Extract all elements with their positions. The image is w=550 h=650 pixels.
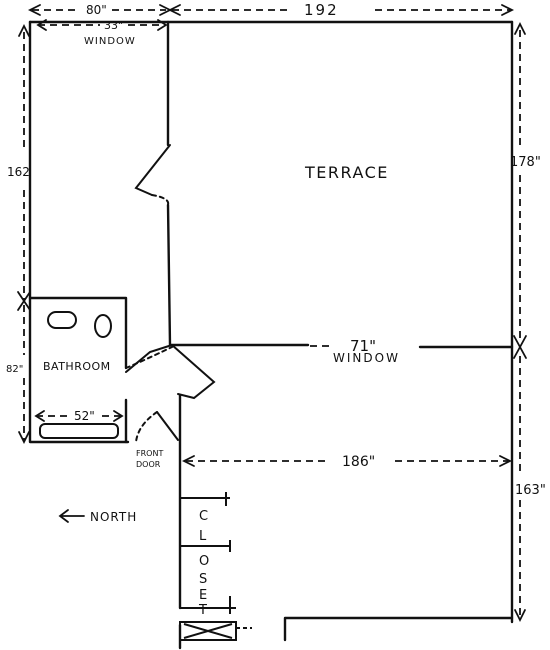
arrow-top-right [501,4,515,16]
dimension-lines [23,9,521,618]
arrow-right-bottom [514,609,526,623]
dim-tub-width-label: 52" [74,409,95,423]
window-top-label: WINDOW [84,36,136,47]
window-middle-label: WINDOW [333,351,400,365]
closet-letter-l: L [199,529,207,544]
doors [125,144,216,443]
front-door-swing [135,411,158,443]
arrow-lower-left [181,455,195,467]
arrow-left-top [18,23,30,37]
arrow-top-left [27,4,41,16]
dim-right-lower-label: 163" [515,483,546,498]
arrow-window-right [157,19,168,31]
arrow-tub-right [113,410,124,422]
closet-letter-s: S [199,572,207,587]
dim-top-left-label: 80" [86,3,107,17]
outer-wall-left [28,20,130,444]
bathroom-fixtures [39,311,119,439]
dim-right-upper-label: 178" [510,155,541,170]
closet-box [179,621,237,641]
dim-middle-window-label: 71" [350,337,376,355]
outer-wall-bottom [283,616,514,642]
front-door-leaf [156,411,179,441]
interior-wall-lower [166,203,310,347]
closet-letter-t: T [198,603,207,618]
dim-window-top-label: 33" [104,19,123,32]
arrow-top-mid-r [167,4,181,16]
closet-letter-o: O [199,554,209,569]
walls [28,20,514,650]
dim-left-lower-label: 82" [6,364,23,375]
arrow-lower-right [499,455,513,467]
arrow-left-bottom [18,431,30,445]
bathroom-door-arc [125,346,173,369]
north-label: NORTH [90,510,137,524]
dim-lower-width-label: 186" [342,454,375,470]
terrace-label: TERRACE [304,163,389,182]
toilet-icon [94,314,112,338]
text-labels: 80" 33" WINDOW 192 TERRACE 162 82" 178" … [6,1,546,618]
terrace-door-leaf [134,144,171,196]
bathtub-icon [39,423,119,439]
arrow-right-mid [513,335,527,359]
front-door-label-line2: DOOR [136,460,161,469]
bathroom-door-leaf [171,344,216,400]
closet [179,492,252,641]
dimension-arrows [17,4,527,623]
bathroom-label: BATHROOM [43,360,111,373]
front-door-label-line1: FRONT [136,449,163,458]
dim-top-right-label: 192 [304,1,339,19]
terrace-door-swing [151,194,170,206]
bathroom-wall [28,296,128,370]
sink-icon [47,311,77,329]
closet-box-cross [183,623,233,639]
closet-letter-c: C [199,509,208,524]
arrow-right-top [514,21,526,35]
dim-left-upper-label: 162 [7,165,30,179]
arrow-window-left [36,19,47,31]
closet-letter-e: E [199,588,207,603]
arrow-tub-left [34,410,45,422]
arrow-left-mid [17,291,31,311]
north-arrow-icon [58,509,85,523]
